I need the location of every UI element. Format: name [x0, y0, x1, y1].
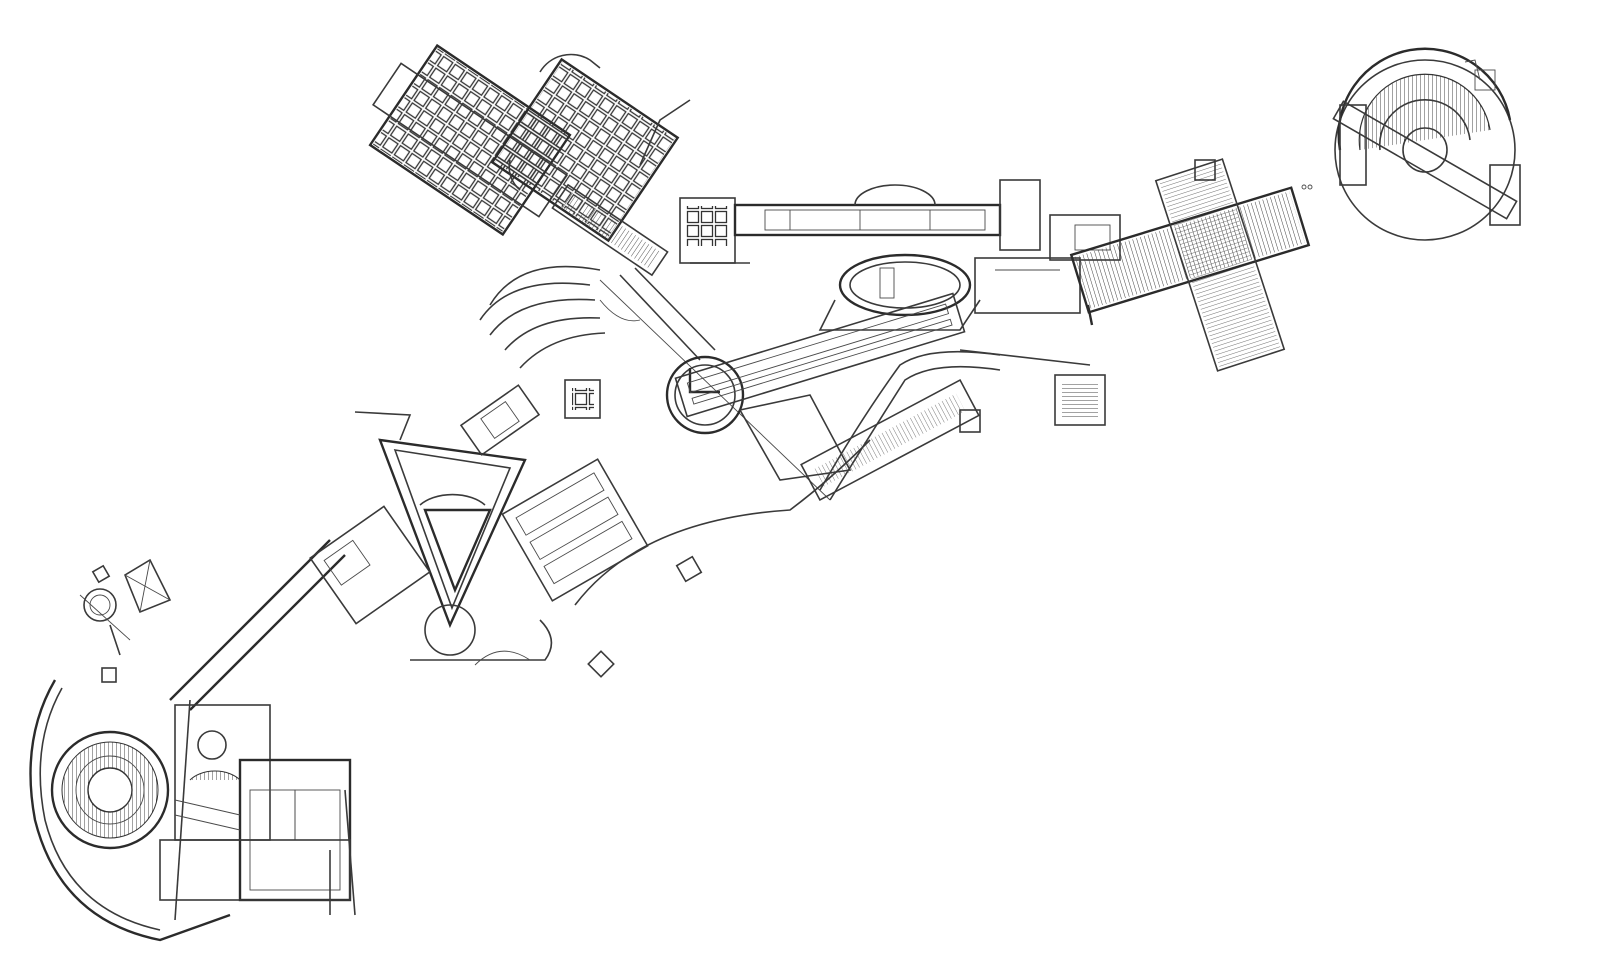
- north-spine-wing: [679, 179, 1041, 264]
- triangle-annex-blocks: [309, 379, 703, 678]
- fan-canopy: [479, 265, 641, 369]
- south-rotunda: [29, 679, 231, 942]
- north-grid-pavilion: [368, 43, 691, 277]
- elliptical-courtyard: [818, 253, 981, 331]
- diagonal-spine: [169, 267, 831, 921]
- south-boundary-curve: [574, 439, 871, 606]
- south-wing-complex: [159, 704, 356, 916]
- triangle-plaza: [354, 411, 553, 666]
- east-amphitheatre: [1332, 47, 1521, 241]
- east-hatched-wings: [1069, 158, 1313, 372]
- west-pavilion: [79, 558, 172, 683]
- stepped-terraces: [738, 304, 1106, 501]
